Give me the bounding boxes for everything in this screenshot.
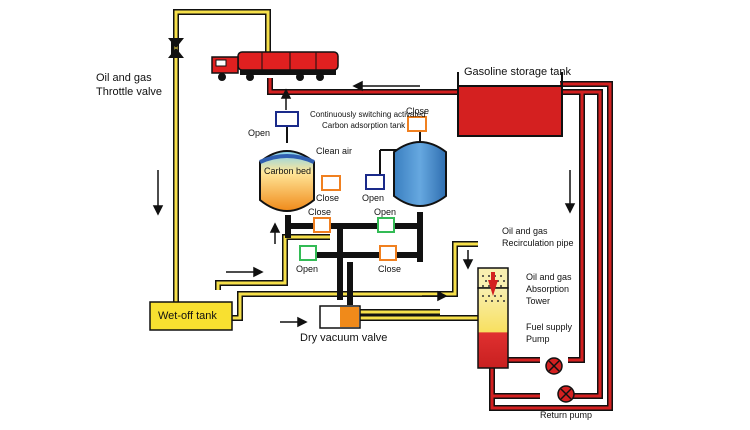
flow-arrow-icon — [280, 88, 292, 110]
throttle-label-2: Throttle valve — [96, 86, 163, 98]
fuel-pump-label-1: Fuel supply — [526, 322, 573, 332]
valve-close-bottom-right — [379, 245, 397, 261]
flow-arrow-icon — [152, 170, 164, 216]
open-bottom-left-label: Open — [296, 264, 319, 274]
valve-open-bottom-left — [299, 245, 317, 261]
wet-off-tank-label: Wet-off tank — [158, 310, 217, 322]
flow-arrow-icon — [422, 290, 448, 302]
throttle-valve-icon — [168, 38, 184, 58]
carbon-bed-label: Carbon bed — [264, 166, 312, 176]
clean-air-label: Clean air — [316, 146, 353, 156]
flow-arrow-icon — [352, 80, 420, 92]
continuous-label-1: Continuously switching activated — [310, 110, 426, 119]
flow-arrow-icon — [226, 266, 264, 278]
close-top-label: Close — [406, 106, 430, 116]
dry-vacuum-valve — [319, 305, 361, 329]
valve-close-mid — [321, 175, 341, 191]
flow-arrow-icon — [269, 222, 281, 244]
tanker-truck-icon — [211, 51, 339, 81]
dry-vacuum-label: Dry vacuum valve — [300, 332, 388, 344]
flow-arrow-icon — [564, 170, 576, 214]
wet-off-tank — [149, 301, 233, 331]
red-pipes — [267, 78, 613, 411]
close-lower-left-label: Close — [308, 207, 332, 217]
fuel-supply-pump-icon — [545, 357, 563, 375]
open-left-label: Open — [248, 128, 271, 138]
absorb-label-2: Absorption — [526, 284, 570, 294]
gasoline-storage-tank — [457, 72, 563, 137]
carbon-adsorption-tank-left — [259, 111, 315, 212]
close-mid-label: Close — [316, 193, 340, 203]
recirc-label-2: Recirculation pipe — [502, 238, 574, 248]
return-pump-label: Return pump — [540, 410, 593, 420]
flow-arrow-icon — [462, 250, 474, 270]
valve-close-lower-left — [313, 217, 331, 233]
valve-open-lower-right — [377, 217, 395, 233]
absorb-label-1: Oil and gas — [526, 272, 572, 282]
carbon-adsorption-tank-right — [379, 128, 447, 207]
fuel-pump-label-2: Pump — [526, 334, 550, 344]
flow-arrows — [152, 80, 576, 328]
flow-arrow-icon — [280, 316, 308, 328]
gasoline-tank-label: Gasoline storage tank — [464, 66, 572, 78]
open-right-label: Open — [362, 193, 385, 203]
open-lower-right-label: Open — [374, 207, 397, 217]
valve-close-top — [407, 116, 427, 132]
throttle-label-1: Oil and gas — [96, 72, 152, 84]
black-pipes — [285, 212, 423, 305]
absorb-label-3: Tower — [526, 296, 551, 306]
return-pump-icon — [557, 385, 575, 403]
valve-open-right — [365, 174, 385, 190]
continuous-label-2: Carbon adsorption tank — [322, 121, 406, 130]
close-bottom-right-label: Close — [378, 264, 402, 274]
recirc-label-1: Oil and gas — [502, 226, 548, 236]
absorption-tower — [477, 267, 509, 369]
